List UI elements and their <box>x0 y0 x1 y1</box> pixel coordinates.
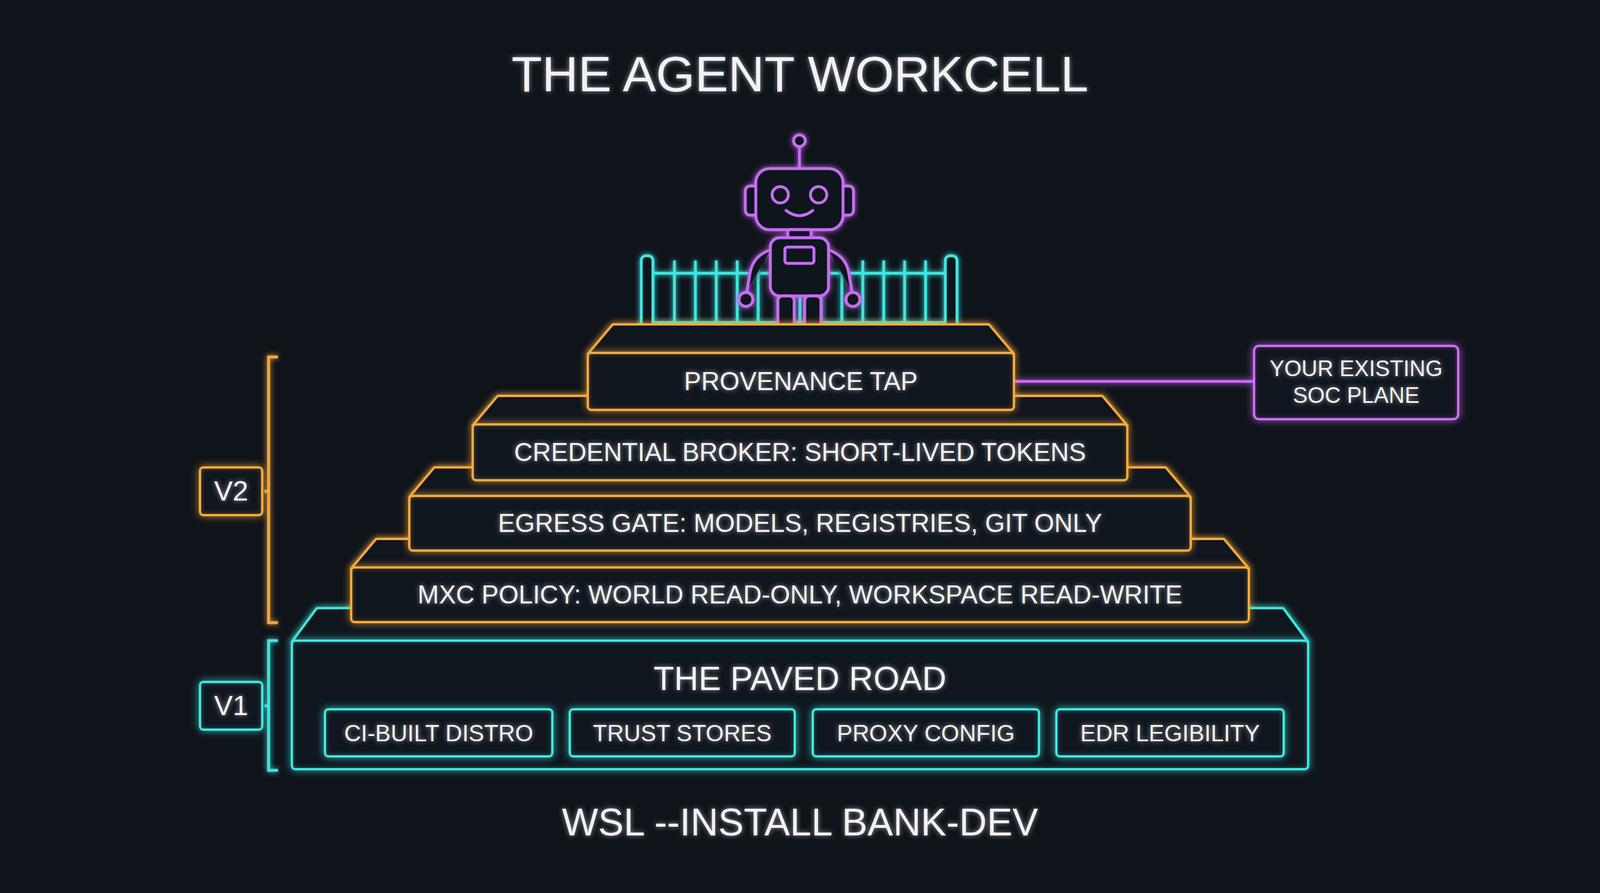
layer-box: EGRESS GATE: MODELS, REGISTRIES, GIT ONL… <box>408 494 1192 552</box>
node-label: CREDENTIAL BROKER: SHORT-LIVED TOKENS <box>513 437 1087 468</box>
node-label: TRUST STORES <box>593 719 772 747</box>
foundation-box: THE PAVED ROAD CI-BUILT DISTRO TRUST STORE… <box>290 639 1310 771</box>
node-label: EDR LEGIBILITY <box>1080 719 1260 747</box>
robot <box>738 134 860 341</box>
soc-box: YOUR EXISTING SOC PLANE <box>1252 344 1460 421</box>
command-label: WSL --INSTALL BANK-DEV <box>0 800 1600 845</box>
layer-box: CREDENTIAL BROKER: SHORT-LIVED TOKENS <box>471 423 1129 482</box>
component-box: CI-BUILT DISTRO <box>323 708 554 758</box>
diagram-title: THE AGENT WORKCELL <box>0 45 1600 103</box>
node-label: YOUR EXISTING SOC PLANE <box>1269 355 1444 409</box>
version-bracket <box>264 356 278 623</box>
node-label: V2 <box>213 475 249 507</box>
connector-line <box>1015 380 1253 384</box>
layer-top-face <box>587 324 1014 355</box>
node-label: MXC POLICY: WORLD READ-ONLY, WORKSPACE R… <box>417 580 1182 610</box>
node-label: EGRESS GATE: MODELS, REGISTRIES, GIT ONL… <box>497 508 1102 539</box>
node-label: V1 <box>213 689 249 722</box>
layer-box: MXC POLICY: WORLD READ-ONLY, WORKSPACE R… <box>350 566 1250 624</box>
node-label: THE PAVED ROAD <box>653 659 947 699</box>
component-box: PROXY CONFIG <box>811 708 1041 758</box>
version-tag: V2 <box>198 466 264 517</box>
node-label: PROXY CONFIG <box>837 719 1016 747</box>
version-bracket <box>264 640 278 771</box>
node-label: CI-BUILT DISTRO <box>344 719 534 747</box>
version-tag: V1 <box>198 680 264 731</box>
layer-box: PROVENANCE TAP <box>586 351 1016 412</box>
node-label: PROVENANCE TAP <box>684 366 919 397</box>
component-box: EDR LEGIBILITY <box>1055 708 1285 758</box>
component-box: TRUST STORES <box>568 708 796 758</box>
